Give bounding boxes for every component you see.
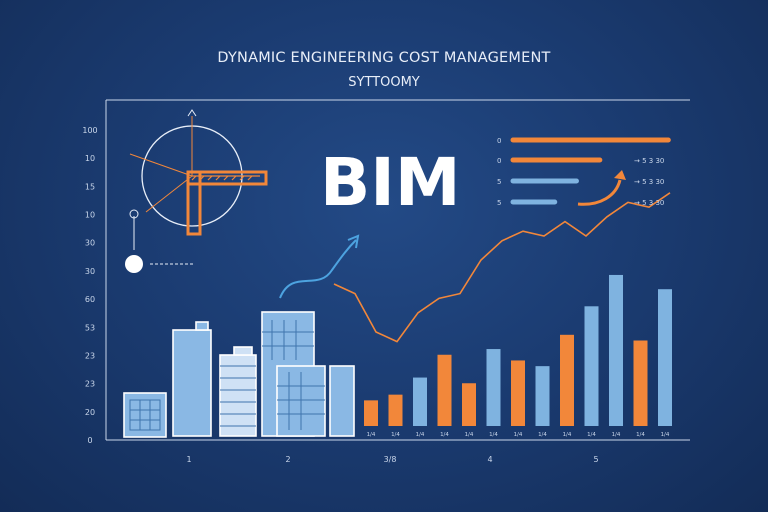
data-bar [486,349,501,426]
bar-tick-label: 1/4 [636,432,645,438]
data-bar [584,306,599,426]
data-bar [609,274,623,426]
y-tick-label: 23 [85,380,95,389]
bar-tick-label: 1/4 [367,432,376,438]
bar-tick-label: 1/4 [612,432,621,438]
y-tick-label: 30 [85,267,95,276]
bar-tick-label: 1/4 [465,432,474,438]
y-tick-labels: 100 10 15 10 30 30 60 53 23 23 20 0 [82,126,97,445]
x-tick-label: 5 [593,455,598,464]
data-bar [658,289,672,426]
legend-label: → 5 3 30 [634,178,664,186]
y-tick-label: 20 [85,408,95,417]
data-bar [511,360,525,426]
x-tick-label: 3/8 [384,455,397,464]
legend-label: → 5 3 30 [634,157,664,165]
data-bars [364,274,672,426]
curved-arrow-icon [577,179,622,206]
bar-tick-label: 1/4 [661,432,670,438]
x-tick-label: 4 [487,455,492,464]
building-illustrations [123,311,355,438]
legend-index: 5 [497,199,501,207]
bar-tick-label: 1/4 [440,432,449,438]
upward-arrow-icon [279,239,357,299]
legend: 0 0 → 5 3 30 5 → 5 3 30 5 → 5 3 30 [497,137,671,207]
x-tick-labels: 1 2 3/8 4 5 [186,455,598,464]
legend-index: 5 [497,178,501,186]
legend-index: 0 [497,157,501,165]
y-tick-label: 15 [85,182,95,191]
bar-tick-label: 1/4 [514,432,523,438]
curved-arrow-head-icon [614,170,626,180]
y-tick-label: 23 [85,351,95,360]
bar-tick-label: 1/4 [391,432,400,438]
bar-tick-labels: 1/4 1/4 1/4 1/4 1/4 1/4 1/4 1/4 1/4 1/4 1/4 1/4 1/4 [367,432,670,438]
chart-title: DYNAMIC ENGINEERING COST MANAGEMENT [217,50,551,66]
data-bar [535,366,550,426]
data-bar [364,400,378,426]
x-tick-label: 1 [186,455,191,464]
y-tick-label: 53 [85,323,95,332]
y-tick-label: 30 [85,239,95,248]
bar-tick-label: 1/4 [489,432,498,438]
chart-header: DYNAMIC ENGINEERING COST MANAGEMENT SYTT… [0,50,768,90]
y-tick-label: 10 [85,154,95,163]
y-tick-label: 10 [85,211,95,220]
bar-tick-label: 1/4 [538,432,547,438]
building-windows [129,320,325,431]
crane-compass-icon [125,109,268,273]
legend-index: 0 [497,137,501,145]
data-bar [633,340,648,426]
y-tick-label: 60 [85,295,95,304]
legend-label: → 5 3 30 [634,199,664,207]
y-tick-label: 0 [87,436,92,445]
bim-logo-text: BIM [320,144,461,221]
y-tick-label: 100 [82,126,97,135]
arrow-head-icon [347,234,360,249]
data-bar [462,383,476,426]
data-bar [413,377,427,426]
x-tick-label: 2 [285,455,290,464]
data-bar [560,334,574,426]
chart-subtitle: SYTTOOMY [348,75,420,90]
data-bar [388,394,403,426]
bar-tick-label: 1/4 [563,432,572,438]
trend-line [333,192,671,343]
data-bar [437,354,452,426]
bar-tick-label: 1/4 [416,432,425,438]
bar-tick-label: 1/4 [587,432,596,438]
